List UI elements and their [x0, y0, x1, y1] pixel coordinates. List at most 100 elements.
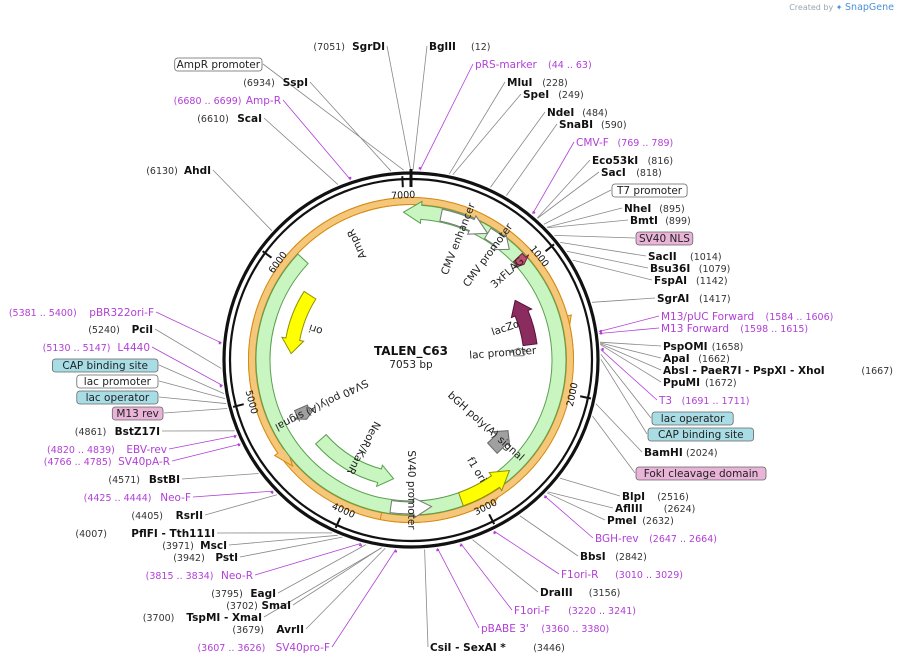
leader-line [506, 123, 558, 196]
site-label-enzyme: PpuMI(1672) [663, 377, 737, 389]
leader-line [262, 63, 404, 171]
leader-line [472, 539, 539, 593]
enzyme-name: AflIII [615, 503, 643, 515]
leader-line [437, 547, 480, 629]
site-label-primer: BGH-rev(2647 .. 2664) [595, 533, 717, 545]
site-label-enzyme: DraIII(3156) [540, 587, 620, 599]
leader-line [600, 349, 658, 401]
primer-name: T3 [658, 395, 672, 407]
feature-label: SV40 promoter [405, 450, 417, 530]
primer-position: (3220 .. 3241) [568, 606, 636, 617]
site-position: (6130) [146, 166, 178, 177]
primer-name: SV40pA-R [118, 456, 170, 468]
tick-mark [579, 395, 592, 400]
enzyme-name: PmeI [607, 515, 637, 527]
site-label-enzyme: CsiI - SexAI *(3446) [430, 642, 565, 654]
site-label-enzyme: BbsI(2842) [580, 551, 647, 563]
feature-box [52, 358, 159, 373]
site-position: (899) [665, 216, 691, 227]
leader-line [452, 93, 522, 175]
site-label-enzyme: (6610) ScaI [197, 113, 262, 125]
site-position: (2624) [664, 504, 696, 515]
enzyme-name: BstZ17I [115, 426, 160, 438]
site-label-primer: pBABE 3'(3360 .. 3380) [481, 623, 609, 635]
leader-line [204, 494, 278, 516]
tick-label: 7000 [391, 190, 416, 202]
enzyme-name: SmaI [262, 600, 292, 612]
site-label-box-blue: lac operator [651, 411, 734, 426]
enzyme-name: SacII [648, 251, 677, 263]
enzyme-name: ScaI [237, 113, 262, 125]
leader-line [546, 492, 606, 521]
site-position: (2632) [642, 516, 674, 527]
site-label-enzyme: SacII (1014) [648, 251, 722, 263]
site-label-enzyme: (6934)SspI [243, 77, 308, 89]
site-label-box-blue: lac operator [76, 390, 159, 405]
feature-neor-kanr [314, 433, 395, 488]
site-position: (818) [636, 168, 662, 179]
leader-line [448, 81, 506, 175]
leader-line [331, 549, 397, 648]
feature-label: bGH poly(A) signal [445, 389, 526, 463]
primer-position: (3607 .. 3626) [197, 643, 265, 654]
site-label-box-white: AmpR promoter [174, 57, 263, 72]
leader-line [263, 117, 339, 185]
leader-line [532, 141, 575, 215]
leader-line [599, 327, 660, 334]
tick-mark [544, 243, 555, 253]
primer-mark [233, 434, 237, 439]
leader-line [493, 530, 560, 575]
leader-line [595, 403, 643, 453]
site-position: (2024) [686, 448, 718, 459]
primer-name: F1ori-F [514, 605, 550, 617]
site-position: (6610) [197, 114, 229, 125]
feature-box [111, 406, 164, 421]
site-label-primer: (4766 .. 4785) SV40pA-R [44, 456, 170, 468]
tick-mark [262, 250, 273, 259]
enzyme-name: RsrII [176, 510, 203, 522]
leader-line [192, 490, 274, 498]
site-label-enzyme: MluI(228) [507, 77, 568, 89]
leader-line [151, 346, 223, 386]
primer-name: SV40pro-F [276, 642, 330, 654]
enzyme-name: SnaBI [559, 119, 593, 131]
primer-position: (44 .. 63) [548, 60, 592, 71]
enzyme-name: BmtI [630, 215, 658, 227]
leader-line [566, 250, 649, 269]
credit-prefix: Created by [789, 3, 834, 12]
feature-box-label: CAP binding site [658, 429, 744, 441]
primer-position: (4766 .. 4785) [44, 457, 112, 468]
site-label-enzyme: Eco53kI(816) [592, 155, 673, 167]
leader-line [460, 543, 513, 611]
site-position: (1667) [861, 366, 893, 377]
leader-line [490, 111, 546, 188]
site-label-enzyme: FspAI(1142) [654, 275, 728, 287]
site-label-enzyme: (4405)RsrII [131, 510, 203, 522]
feature-box [611, 183, 688, 198]
site-label-primer: (5130 .. 5147)L4440 [43, 342, 150, 354]
site-label-primer: pRS-marker(44 .. 63) [475, 59, 592, 71]
site-position: (1662) [698, 354, 730, 365]
feature-sv40-promoter [389, 497, 433, 519]
site-position: (1014) [690, 252, 722, 263]
enzyme-name: EagI [250, 588, 276, 600]
enzyme-name: PciI [132, 324, 153, 336]
primer-name: EBV-rev [126, 444, 167, 456]
primer-name: M13 Forward [661, 323, 729, 335]
site-label-enzyme: SpeI(249) [523, 89, 584, 101]
site-position: (1417) [699, 294, 731, 305]
primer-mark [532, 210, 536, 215]
feature-box [651, 411, 734, 426]
leader-line [254, 542, 362, 576]
site-label-enzyme: (3700)TspMI - XmaI [143, 612, 262, 624]
site-label-enzyme: PmeI (2632) [607, 515, 674, 527]
site-position: (3702) [226, 601, 258, 612]
leader-line [212, 169, 273, 231]
enzyme-name: Bsu36I [650, 263, 690, 275]
site-position: (7051) [313, 42, 345, 53]
primer-position: (5130 .. 5147) [43, 343, 111, 354]
site-position: (590) [601, 120, 627, 131]
feature-label: SV40 poly(A) signal [273, 376, 370, 433]
leader-line [592, 415, 636, 474]
